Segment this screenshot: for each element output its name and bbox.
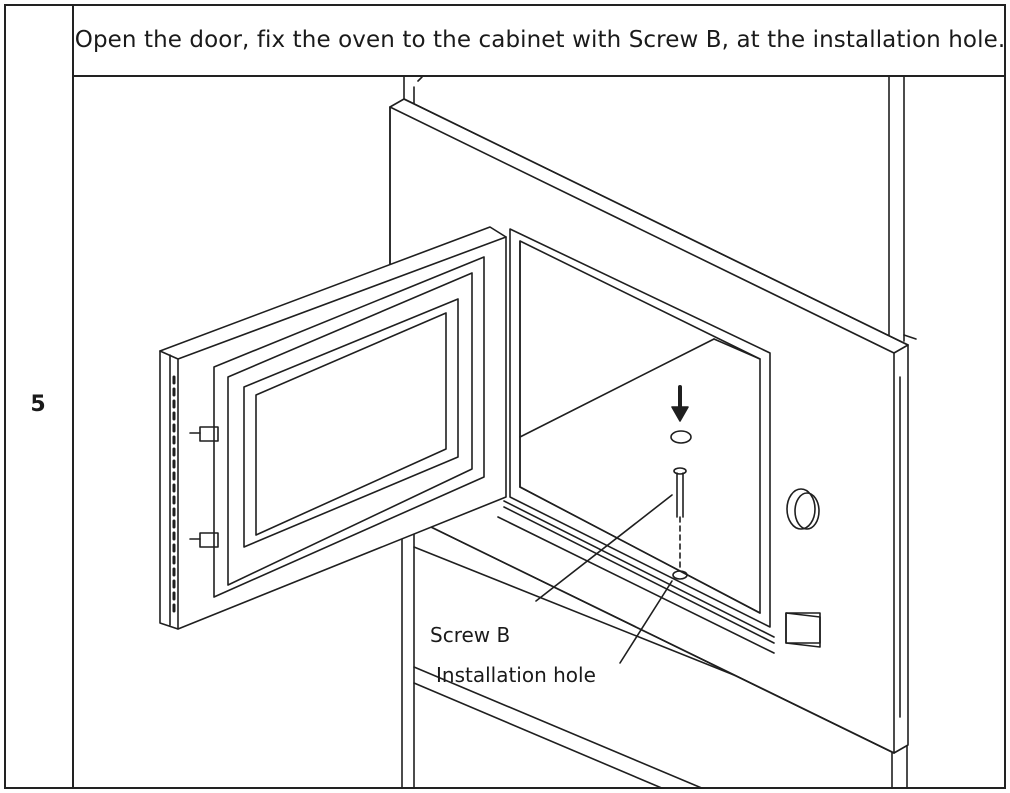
arrow-down-icon [671,385,689,422]
callout-screw-b: Screw B [430,623,510,647]
step-instruction: Open the door, fix the oven to the cabin… [74,26,1006,53]
oven-door [159,226,507,630]
column-divider [72,4,74,789]
leader-hole [619,580,673,664]
installation-hole [672,570,688,580]
oven-cavity [497,228,775,654]
knob-icon [786,488,820,530]
step-number: 5 [30,392,46,417]
row-divider [72,75,1006,77]
cabinet [401,77,917,789]
callout-installation-hole: Installation hole [436,663,596,687]
installation-illustration: Screw B Installation hole [74,77,1006,789]
table-frame [4,4,1006,789]
oven-drawing: Screw B Installation hole [159,77,917,789]
leader-screw [535,494,673,602]
screw-icon [670,430,692,572]
